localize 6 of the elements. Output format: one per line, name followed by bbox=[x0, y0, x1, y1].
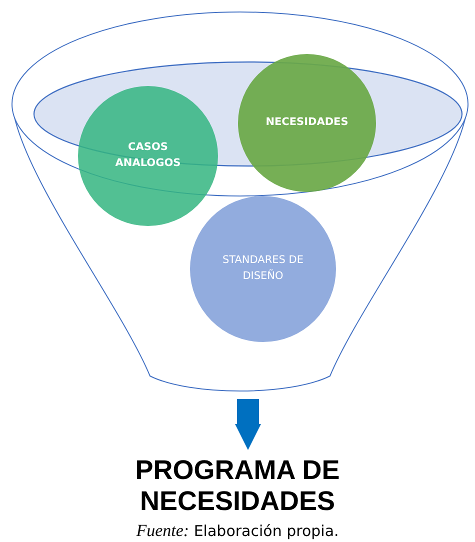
circle-label: NECESIDADES bbox=[264, 115, 350, 130]
arrow bbox=[235, 399, 261, 450]
circle-label: STANDARES DE DISEÑO bbox=[221, 253, 305, 284]
circle-label: CASOS ANALOGOS bbox=[114, 140, 182, 171]
source-caption: Fuente: Elaboración propia. bbox=[135, 521, 340, 541]
result-heading: PROGRAMA DE NECESIDADES bbox=[134, 454, 341, 518]
